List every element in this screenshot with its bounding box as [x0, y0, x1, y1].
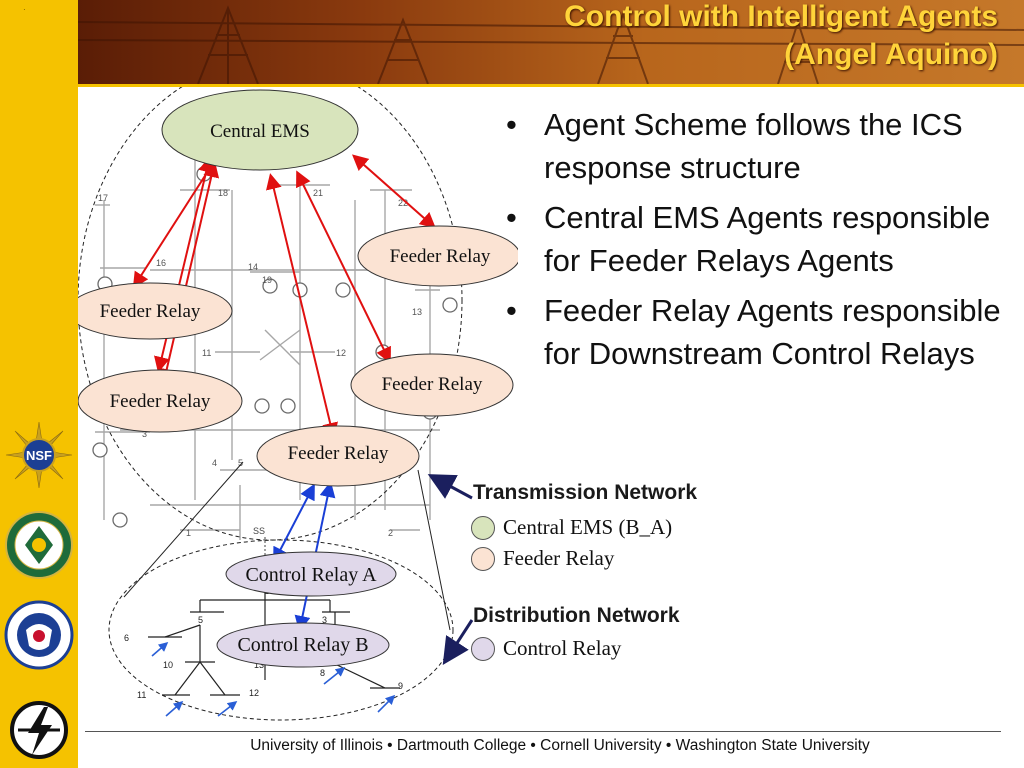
banner-divider — [78, 84, 1024, 87]
bus-label: 19 — [262, 275, 272, 285]
distribution-small-arrows — [151, 641, 396, 717]
dist-bus-label: 9 — [398, 681, 403, 691]
dist-bus-label: 6 — [124, 633, 129, 643]
dist-bus-label: 11 — [137, 690, 146, 700]
dist-bus-label: 12 — [249, 688, 259, 698]
feeder-relay-label: Feeder Relay — [100, 301, 201, 322]
bus-label: 16 — [156, 258, 166, 268]
feeder-relay-label: Feeder Relay — [382, 374, 483, 395]
bus-label: 14 — [248, 262, 258, 272]
sidebar-dot: · — [23, 5, 26, 14]
bullet-item: Agent Scheme follows the ICS response st… — [506, 103, 1016, 189]
zoom-line-left — [123, 461, 244, 598]
dist-bus-label: 8 — [320, 668, 325, 678]
legend-transmission-heading: Transmission Network — [473, 481, 698, 504]
lightning-logo — [10, 701, 68, 759]
legend-feeder-relay-label: Feeder Relay — [503, 546, 615, 570]
bus-label: 11 — [202, 348, 211, 358]
dist-bus-label: 5 — [198, 615, 203, 625]
dist-bus-label: 10 — [163, 660, 173, 670]
bus-label: 4 — [212, 458, 217, 468]
bus-label: 18 — [218, 188, 228, 198]
bus-label: 12 — [336, 348, 346, 358]
control-relay-swatch — [471, 636, 495, 661]
bus-label: 1 — [186, 528, 191, 538]
feeder-relay-label: Feeder Relay — [110, 391, 211, 412]
central-ems-label: Central EMS — [210, 121, 310, 142]
bullet-list: Agent Scheme follows the ICS response st… — [506, 103, 1016, 382]
zoom-line-right — [417, 469, 451, 631]
legend-distribution-heading: Distribution Network — [473, 604, 680, 627]
legend-feeder-relay: Feeder Relay — [471, 546, 614, 571]
feeder-relay-node: Feeder Relay — [78, 369, 243, 433]
sidebar: · NSF — [0, 0, 78, 768]
control-relay-a-label: Control Relay A — [245, 564, 377, 586]
substation-label: SS — [253, 526, 265, 536]
department-of-energy-logo — [5, 511, 73, 579]
nsf-logo: NSF — [5, 421, 73, 489]
control-relay-b-label: Control Relay B — [237, 634, 368, 656]
feeder-relay-label: Feeder Relay — [288, 443, 389, 464]
slide-title-line-2: (Angel Aquino) — [784, 38, 998, 71]
bus-label: 17 — [98, 193, 108, 203]
legend-central-ems-label: Central EMS (B_A) — [503, 515, 673, 539]
bus-label: 3 — [142, 429, 147, 439]
dist-bus-label: 13 — [254, 660, 264, 670]
transmission-grid — [95, 150, 440, 540]
feeder-relay-node: Feeder Relay — [78, 282, 233, 340]
central-ems-node: Central EMS — [161, 89, 359, 171]
slide-title-line-1: Control with Intelligent Agents — [564, 0, 998, 33]
bus-label: 13 — [412, 307, 422, 317]
legend-central-ems: Central EMS (B_A) — [471, 515, 672, 540]
footer-institutions: University of Illinois • Dartmouth Colle… — [250, 737, 870, 754]
feeder-relay-swatch — [471, 546, 495, 571]
transmission-region-boundary — [78, 87, 463, 541]
legend-control-relay: Control Relay — [471, 636, 621, 661]
bullet-item: Central EMS Agents responsible for Feede… — [506, 196, 1016, 282]
agent-network-diagram: 18 21 22 17 16 14 19 13 11 12 24 9 3 4 5… — [78, 87, 518, 721]
footer-divider — [85, 731, 1001, 732]
control-relay-a-node: Control Relay A — [225, 551, 397, 597]
feeder-relay-node: Feeder Relay — [357, 225, 518, 287]
title-banner: Control with Intelligent Agents (Angel A… — [78, 0, 1024, 84]
control-relay-b-node: Control Relay B — [216, 622, 390, 668]
power-tower-background — [78, 5, 1024, 84]
nsf-logo-text: NSF — [26, 448, 52, 463]
homeland-security-logo — [4, 600, 74, 670]
bus-label: 2 — [388, 528, 393, 538]
transmission-pointer-arrow — [427, 474, 473, 500]
bullet-item: Feeder Relay Agents responsible for Down… — [506, 289, 1016, 375]
feeder-relay-node: Feeder Relay — [350, 353, 514, 417]
feeder-relay-node: Feeder Relay — [256, 425, 420, 487]
central-ems-swatch — [471, 515, 495, 540]
distribution-pointer-arrow — [442, 619, 474, 666]
bus-label: 5 — [238, 458, 243, 468]
feeder-relay-label: Feeder Relay — [390, 246, 491, 267]
bus-label: 21 — [313, 188, 323, 198]
legend-control-relay-label: Control Relay — [503, 636, 622, 660]
